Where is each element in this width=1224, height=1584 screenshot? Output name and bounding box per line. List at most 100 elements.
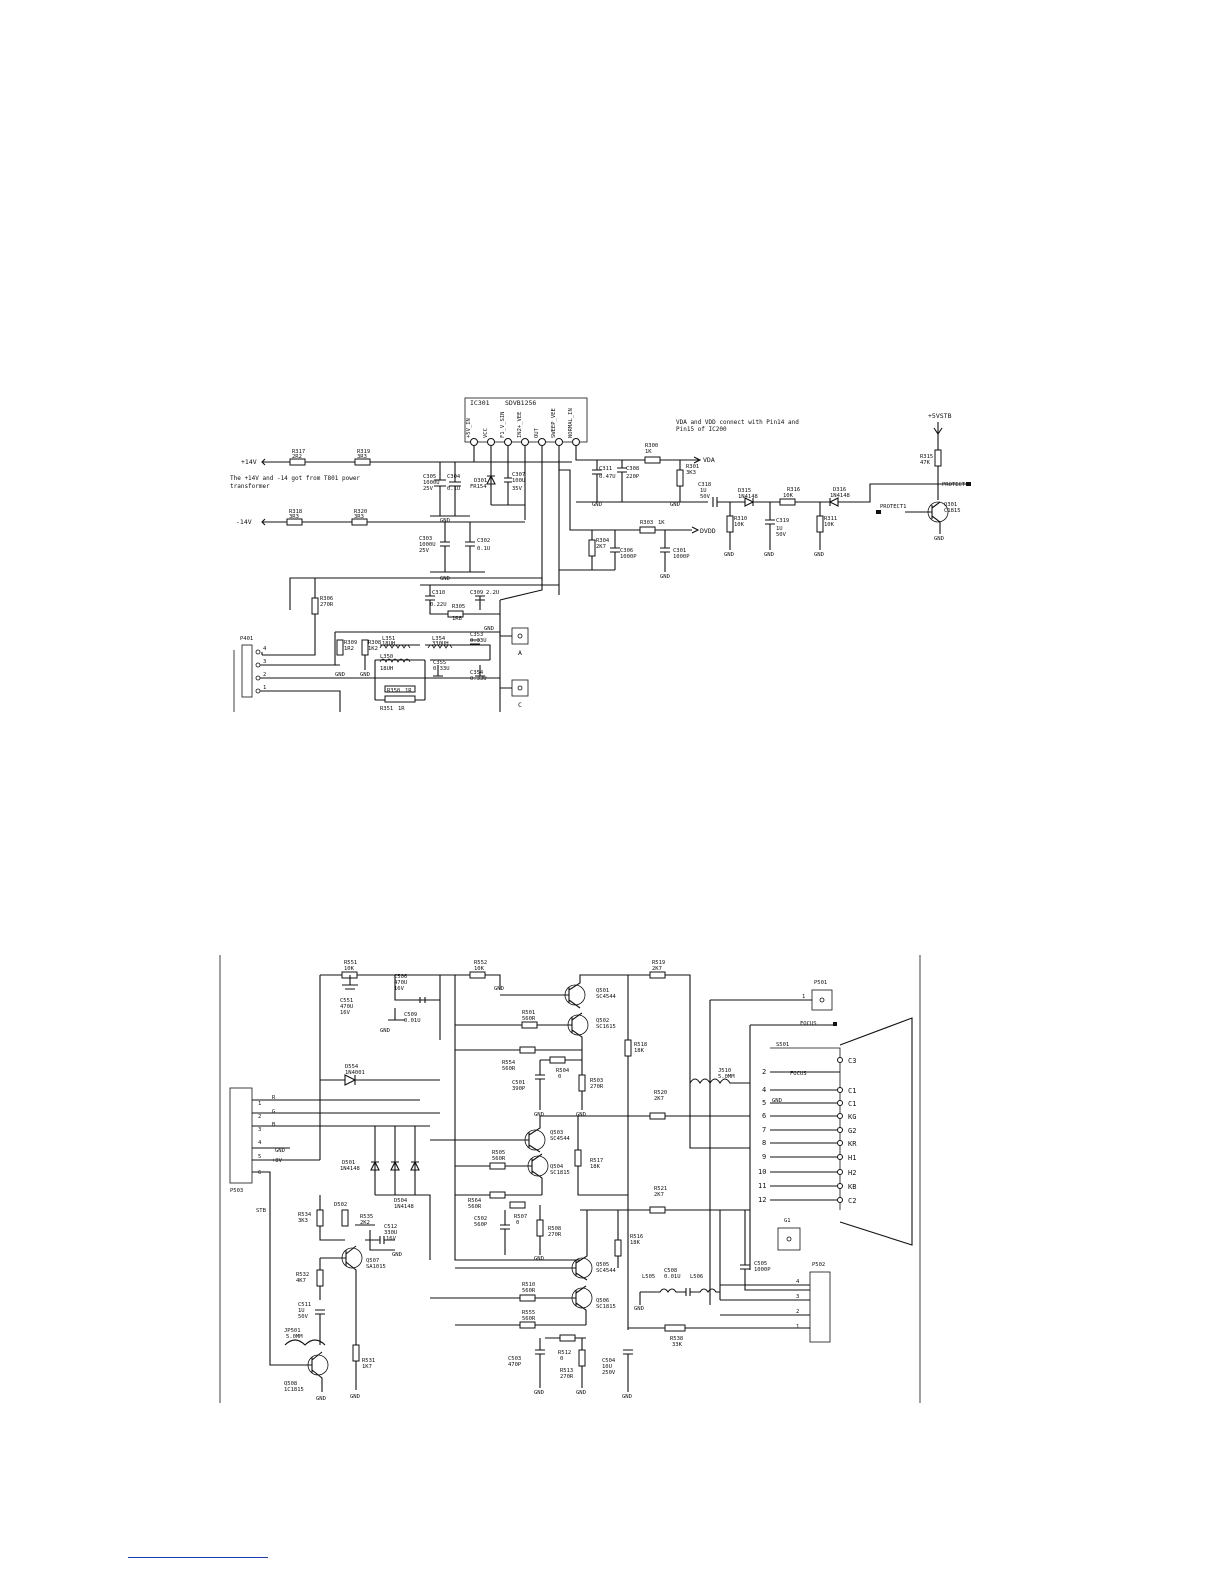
svg-text:11: 11 xyxy=(758,1182,766,1190)
svg-text:GND: GND xyxy=(660,574,670,580)
svg-text:1R2: 1R2 xyxy=(344,646,354,652)
svg-text:R534: R534 xyxy=(298,1212,312,1218)
svg-text:1K2: 1K2 xyxy=(368,646,378,652)
svg-text:C1815: C1815 xyxy=(944,508,961,514)
r319 xyxy=(354,458,371,466)
svg-text:C311: C311 xyxy=(599,466,612,472)
svg-text:GND: GND xyxy=(350,1394,360,1400)
svg-text:1U: 1U xyxy=(776,526,783,532)
svg-text:J510: J510 xyxy=(718,1068,731,1074)
svg-text:SC1815: SC1815 xyxy=(596,1304,616,1310)
focus-label: FOCUS xyxy=(800,1021,817,1027)
svg-text:2.2U: 2.2U xyxy=(486,590,499,596)
svg-text:1: 1 xyxy=(263,685,266,691)
svg-text:SWEEP_VEE: SWEEP_VEE xyxy=(551,408,557,438)
svg-text:R310: R310 xyxy=(734,516,747,522)
svg-text:L354: L354 xyxy=(432,636,446,642)
svg-text:D316: D316 xyxy=(833,487,846,493)
svg-text:560R: 560R xyxy=(522,1288,536,1294)
svg-text:3K3: 3K3 xyxy=(686,470,696,476)
svg-text:270R: 270R xyxy=(590,1084,604,1090)
footer-link-underline xyxy=(128,1557,268,1558)
svg-text:R532: R532 xyxy=(296,1272,309,1278)
svg-text:SC1615: SC1615 xyxy=(596,1024,616,1030)
svg-text:GND: GND xyxy=(592,502,602,508)
svg-text:2: 2 xyxy=(796,1309,799,1315)
svg-text:GND: GND xyxy=(576,1112,586,1118)
svg-text:SC4544: SC4544 xyxy=(596,994,617,1000)
svg-text:C505: C505 xyxy=(754,1261,767,1267)
svg-text:R520: R520 xyxy=(654,1090,667,1096)
svg-text:OUT: OUT xyxy=(534,427,540,438)
protect1-label: PROTECT1 xyxy=(880,504,907,510)
s501-pins xyxy=(770,1057,843,1203)
svg-text:1: 1 xyxy=(796,1324,799,1330)
svg-text:Q503: Q503 xyxy=(550,1130,563,1136)
svg-text:R512: R512 xyxy=(558,1350,571,1356)
svg-text:GND: GND xyxy=(392,1252,402,1258)
svg-text:25V: 25V xyxy=(423,486,434,492)
protect-label: PROTECT xyxy=(942,482,966,488)
svg-text:FOCUS: FOCUS xyxy=(790,1071,807,1077)
svg-text:0.47U: 0.47U xyxy=(599,474,616,480)
svg-text:560R: 560R xyxy=(522,1016,536,1022)
svg-text:1: 1 xyxy=(258,1101,261,1107)
svg-text:3: 3 xyxy=(796,1294,799,1300)
svg-text:R309: R309 xyxy=(344,640,357,646)
svg-text:R301: R301 xyxy=(686,464,699,470)
crt-neck-outline xyxy=(839,1017,913,1246)
svg-text:GND: GND xyxy=(814,552,824,558)
svg-text:10K: 10K xyxy=(344,966,355,972)
svg-text:C501: C501 xyxy=(512,1080,525,1086)
svg-text:R551: R551 xyxy=(344,960,357,966)
svg-text:0.22U: 0.22U xyxy=(430,602,447,608)
svg-text:R555: R555 xyxy=(522,1310,535,1316)
svg-text:C318: C318 xyxy=(698,482,711,488)
schematic-top: IC301 SDVB1256 +5V_IN VCC F1_V_SIN IN2+_… xyxy=(230,397,971,712)
svg-text:R316: R316 xyxy=(787,487,800,493)
svg-text:L351: L351 xyxy=(382,636,395,642)
svg-text:C310: C310 xyxy=(432,590,445,596)
svg-text:F1_V_SIN: F1_V_SIN xyxy=(500,412,506,439)
svg-text:470U: 470U xyxy=(340,1004,353,1010)
svg-text:C301: C301 xyxy=(673,548,686,554)
svg-text:KB: KB xyxy=(848,1183,856,1191)
svg-text:0: 0 xyxy=(558,1074,561,1080)
svg-text:GND: GND xyxy=(534,1112,544,1118)
svg-text:3R3: 3R3 xyxy=(354,514,364,520)
svg-text:7: 7 xyxy=(762,1126,766,1134)
svg-text:R304: R304 xyxy=(596,538,610,544)
ic301-pin-labels: +5V_IN VCC F1_V_SIN IN2+_VEE OUT SWEEP_V… xyxy=(466,408,574,438)
vda-label: VDA xyxy=(703,456,715,464)
svg-text:FR154: FR154 xyxy=(470,484,487,490)
svg-text:2: 2 xyxy=(762,1068,766,1076)
svg-text:50V: 50V xyxy=(776,532,787,538)
svg-text:GND: GND xyxy=(440,576,450,582)
svg-text:R305: R305 xyxy=(452,604,465,610)
svg-text:8: 8 xyxy=(762,1139,766,1147)
svg-text:C303: C303 xyxy=(419,536,432,542)
svg-text:H1: H1 xyxy=(848,1154,856,1162)
svg-text:R503: R503 xyxy=(590,1078,603,1084)
svg-text:C503: C503 xyxy=(508,1356,521,1362)
coil-c-label: C xyxy=(518,701,522,709)
svg-text:R554: R554 xyxy=(502,1060,516,1066)
svg-text:35V: 35V xyxy=(512,486,523,492)
svg-text:1R: 1R xyxy=(405,688,412,694)
s501-ref: S501 xyxy=(776,1042,789,1048)
svg-text:0.1U: 0.1U xyxy=(447,486,460,492)
svg-text:C308: C308 xyxy=(626,466,639,472)
svg-text:GND: GND xyxy=(534,1390,544,1396)
dvdd-label: DVDD xyxy=(700,527,716,535)
svg-text:470P: 470P xyxy=(508,1362,522,1368)
svg-text:C508: C508 xyxy=(664,1268,677,1274)
svg-text:0.33U: 0.33U xyxy=(470,676,487,682)
svg-text:25V: 25V xyxy=(419,548,430,554)
svg-text:C504: C504 xyxy=(602,1358,616,1364)
pos14v-label: +14V xyxy=(241,458,257,466)
svg-text:10K: 10K xyxy=(734,522,745,528)
svg-text:R535: R535 xyxy=(360,1214,373,1220)
svg-text:KR: KR xyxy=(848,1140,857,1148)
svg-text:SC4544: SC4544 xyxy=(596,1268,617,1274)
